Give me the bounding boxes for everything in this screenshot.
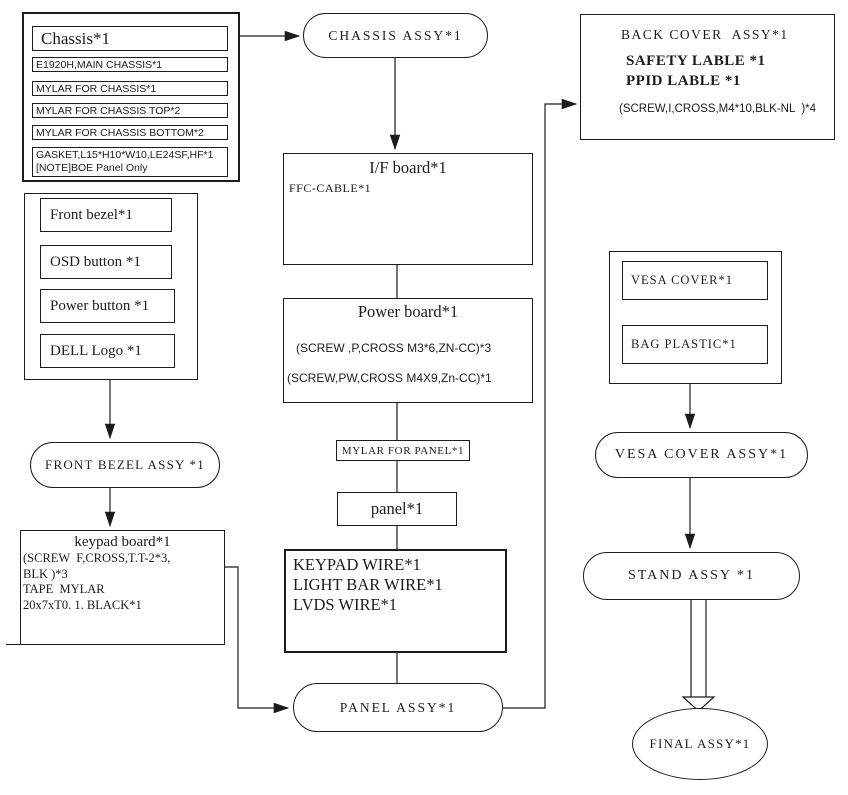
dell-logo-item: DELL Logo *1 (40, 334, 175, 368)
chassis-item-gasket: GASKET,L15*H10*W10,LE24SF,HF*1 [NOTE]BOE… (32, 147, 228, 177)
node-label: FRONT BEZEL ASSY *1 (45, 457, 205, 472)
node-label: FINAL ASSY*1 (649, 736, 751, 751)
node-stand-assy: STAND ASSY *1 (583, 552, 800, 600)
back-cover-title: BACK COVER ASSY*1 (621, 27, 789, 42)
node-label: STAND ASSY *1 (627, 568, 756, 583)
panel-box: panel*1 (337, 492, 457, 526)
chassis-item-mylar: MYLAR FOR CHASSIS*1 (32, 81, 228, 96)
power-board-box: Power board*1 (SCREW ,P,CROSS M3*6,ZN-CC… (283, 298, 533, 403)
back-cover-screw: (SCREW,I,CROSS,M4*10,BLK-NL )*4 (619, 103, 817, 115)
node-front-bezel-assy: FRONT BEZEL ASSY *1 (30, 442, 220, 488)
front-bezel-item: Front bezel*1 (40, 198, 172, 232)
power-button-label: Power button *1 (50, 297, 150, 314)
node-chassis-assy: CHASSIS ASSY*1 (303, 13, 488, 58)
chassis-title: Chassis*1 (41, 28, 110, 48)
front-bezel-label: Front bezel*1 (50, 206, 133, 223)
gasket-line-2: [NOTE]BOE Panel Only (36, 162, 148, 174)
power-board-screw-2: (SCREW,PW,CROSS M4X9,Zn-CC)*1 (287, 371, 492, 385)
keypad-line-1: (SCREW F,CROSS,T.T-2*3, (23, 551, 171, 565)
chassis-item-main: E1920H,MAIN CHASSIS*1 (32, 57, 228, 72)
osd-button-item: OSD button *1 (40, 245, 172, 279)
back-cover-ppid-lable: PPID LABLE *1 (626, 73, 741, 89)
node-label: PANEL ASSY*1 (339, 699, 457, 715)
mylar-for-panel-label: MYLAR FOR PANEL*1 (341, 444, 465, 457)
bag-plastic-item: BAG PLASTIC*1 (622, 325, 768, 364)
bag-plastic-label: BAG PLASTIC*1 (631, 337, 737, 351)
node-final-assy: FINAL ASSY*1 (632, 708, 768, 780)
vesa-cover-label: VESA COVER*1 (631, 273, 733, 287)
if-board-box: I/F board*1 FFC-CABLE*1 (283, 153, 533, 265)
keypad-line-2: BLK )*3 (23, 566, 68, 581)
wires-box: KEYPAD WIRE*1 LIGHT BAR WIRE*1 LVDS WIRE… (284, 549, 507, 653)
power-button-item: Power button *1 (40, 289, 175, 323)
keypad-line-4: 20x7xT0. 1. BLACK*1 (23, 597, 142, 612)
node-panel-assy: PANEL ASSY*1 (293, 683, 503, 732)
node-vesa-cover-assy: VESA COVER ASSY*1 (595, 432, 808, 478)
connector-keypad-to-panel-assy (225, 566, 290, 714)
wire-lvds: LVDS WIRE*1 (293, 595, 398, 615)
back-cover-safety-lable: SAFETY LABLE *1 (626, 53, 766, 69)
chassis-item-label: E1920H,MAIN CHASSIS*1 (36, 58, 163, 71)
chassis-item-mylar-top: MYLAR FOR CHASSIS TOP*2 (32, 103, 228, 118)
chassis-item-mylar-bottom: MYLAR FOR CHASSIS BOTTOM*2 (32, 125, 228, 140)
power-board-title: Power board*1 (357, 302, 459, 321)
node-label: CHASSIS ASSY*1 (328, 27, 463, 43)
wire-keypad: KEYPAD WIRE*1 (293, 555, 421, 574)
node-label: VESA COVER ASSY*1 (614, 447, 789, 462)
vesa-cover-item: VESA COVER*1 (622, 261, 768, 300)
mylar-for-panel-box: MYLAR FOR PANEL*1 (336, 440, 470, 461)
keypad-board-bottom-line-extension (6, 643, 22, 645)
ffc-cable-label: FFC-CABLE*1 (289, 181, 372, 195)
chassis-item-label: MYLAR FOR CHASSIS TOP*2 (36, 104, 181, 117)
panel-label: panel*1 (370, 499, 424, 518)
gasket-line-1: GASKET,L15*H10*W10,LE24SF,HF*1 (36, 149, 214, 161)
keypad-board-title: keypad board*1 (74, 534, 171, 550)
keypad-board-box: keypad board*1 (SCREW F,CROSS,T.T-2*3, B… (20, 530, 225, 645)
chassis-item-label: MYLAR FOR CHASSIS BOTTOM*2 (36, 126, 204, 139)
back-cover-box: BACK COVER ASSY*1 SAFETY LABLE *1 PPID L… (580, 14, 835, 140)
power-board-screw-1: (SCREW ,P,CROSS M3*6,ZN-CC)*3 (296, 341, 492, 355)
dell-logo-label: DELL Logo *1 (50, 342, 142, 359)
keypad-line-3: TAPE MYLAR (23, 582, 105, 596)
osd-button-label: OSD button *1 (50, 253, 141, 270)
chassis-title-box: Chassis*1 (32, 26, 228, 51)
wire-light-bar: LIGHT BAR WIRE*1 (293, 575, 443, 595)
chassis-item-label: MYLAR FOR CHASSIS*1 (36, 82, 157, 95)
if-board-title: I/F board*1 (369, 158, 447, 177)
